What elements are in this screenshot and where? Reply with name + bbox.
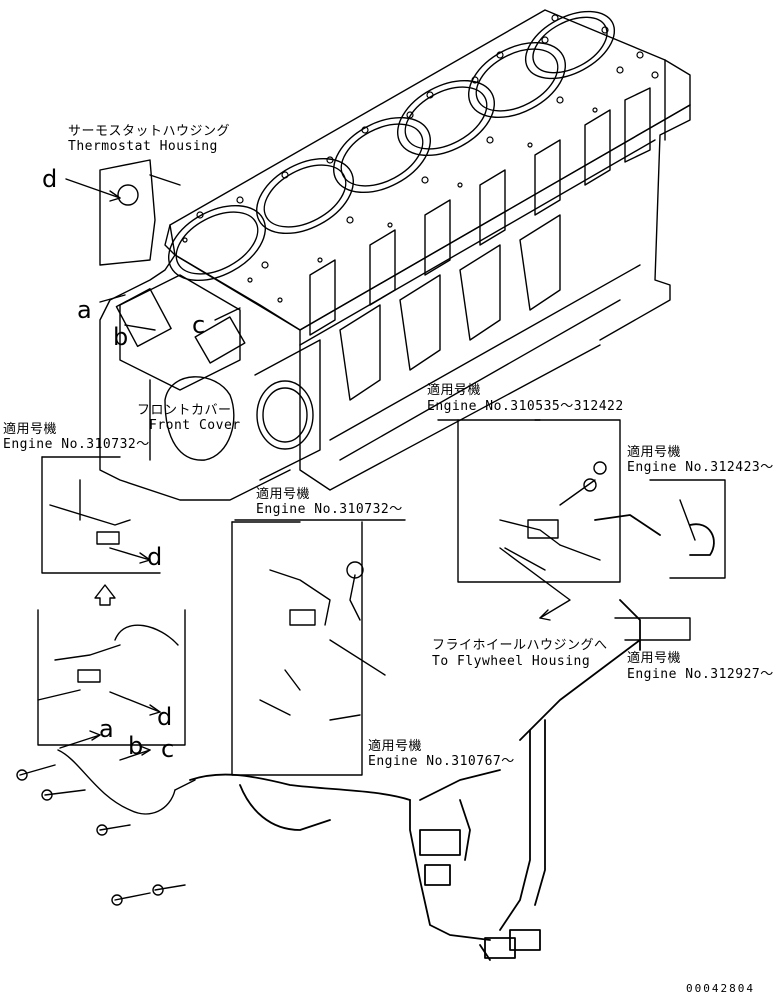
applicability-312423: Engine No.312423～: [627, 460, 774, 475]
applicability-312423-jp: 適用号機: [627, 445, 682, 460]
drawing-number: 00042804: [686, 982, 755, 995]
callout-d-lower-inset: d: [157, 703, 173, 731]
left-inset-upper: [41, 456, 161, 574]
callout-b: b: [113, 323, 129, 351]
cylinder-block: [65, 9, 691, 501]
flywheel-label-en: To Flywheel Housing: [432, 654, 591, 669]
callout-c: c: [192, 311, 206, 339]
applicability-310535-jp: 適用号機: [427, 383, 482, 398]
applicability-310535: Engine No.310535～312422: [427, 399, 624, 414]
applicability-312927-jp: 適用号機: [627, 651, 682, 666]
center-applicability-jp: 適用号機: [256, 487, 311, 502]
left-box-engine-no: Engine No.310732～: [3, 437, 150, 452]
right-inset-lower: [614, 617, 691, 641]
thermostat-label-jp: サーモスタットハウジング: [68, 124, 231, 139]
callout-c-lower: c: [161, 735, 175, 763]
front-cover-label-jp: フロントカバー: [137, 403, 232, 418]
callout-b-lower: b: [128, 732, 144, 760]
center-inset: [231, 521, 386, 776]
callout-a: a: [77, 296, 93, 324]
applicability-310767: Engine No.310767～: [368, 754, 515, 769]
thermostat-label-en: Thermostat Housing: [68, 139, 218, 154]
left-box-applicability-jp: 適用号機: [3, 422, 58, 437]
applicability-310767-jp: 適用号機: [368, 739, 423, 754]
flywheel-label-jp: フライホイールハウジングへ: [432, 638, 608, 653]
applicability-312927: Engine No.312927～: [627, 667, 774, 682]
center-box-engine-no: Engine No.310732～: [256, 502, 403, 517]
lower-left-bolts: [16, 730, 196, 906]
callout-d: d: [42, 165, 58, 193]
up-arrow: [94, 584, 116, 606]
flywheel-arrow: [499, 547, 571, 621]
left-inset-lower: [37, 609, 186, 746]
wiring-harness: [189, 514, 715, 961]
callout-d-upper-inset: d: [147, 543, 163, 571]
front-cover-label-en: Front Cover: [149, 418, 241, 433]
right-inset-middle: [457, 419, 621, 583]
callout-a-lower: a: [99, 715, 115, 743]
right-inset-upper: [649, 479, 726, 579]
